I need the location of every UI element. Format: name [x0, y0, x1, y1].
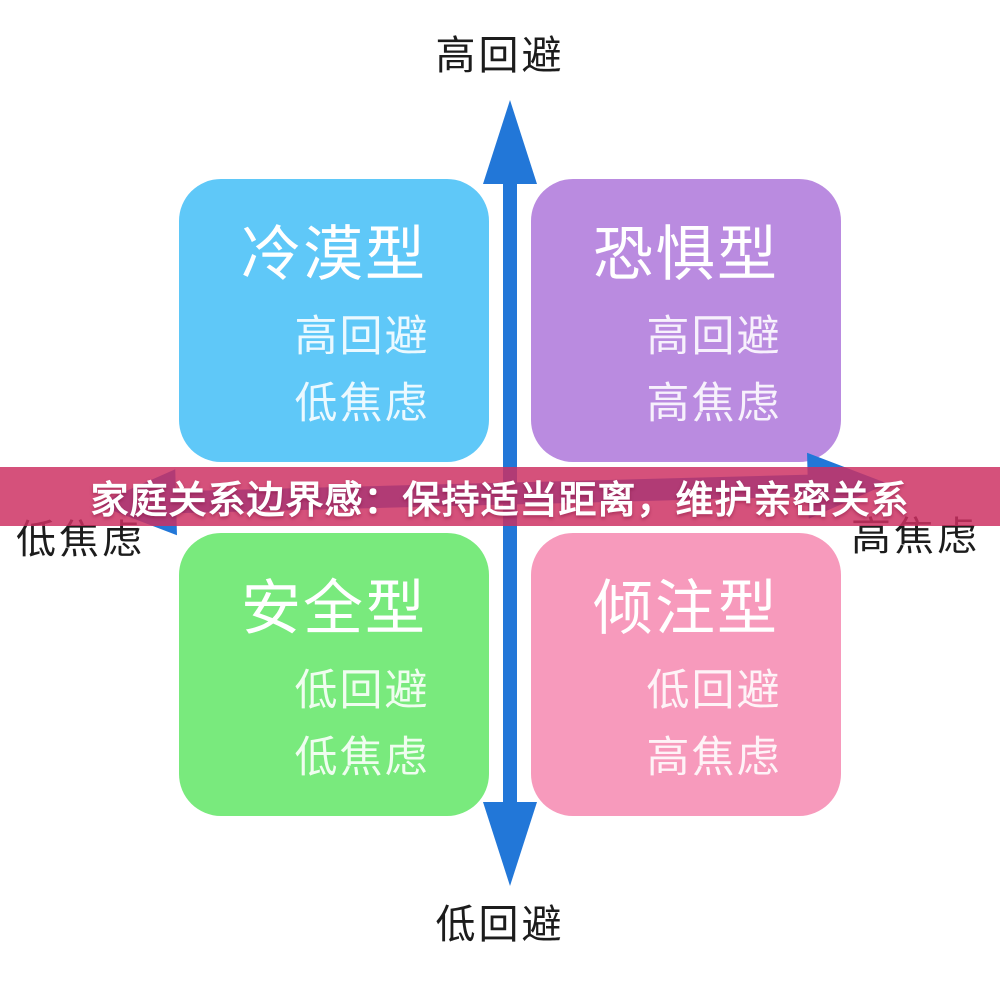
- quadrant-fearful: 恐惧型 高回避 高焦虑: [531, 179, 841, 462]
- title-banner: 家庭关系边界感：保持适当距离，维护亲密关系: [0, 467, 1000, 526]
- down-arrowhead-icon: [483, 802, 537, 886]
- quadrant-preoccupied: 倾注型 低回避 高焦虑: [531, 533, 841, 816]
- trait-label: 低焦虑: [294, 380, 430, 428]
- quadrant-title: 安全型: [241, 575, 427, 642]
- trait-label: 高回避: [646, 313, 782, 361]
- quadrant-secure: 安全型 低回避 低焦虑: [179, 533, 489, 816]
- quadrant-dismissive: 冷漠型 高回避 低焦虑: [179, 179, 489, 462]
- axis-label-low-anxiety: 低焦虑: [16, 518, 145, 562]
- quadrant-title: 冷漠型: [241, 221, 427, 288]
- trait-label: 高回避: [294, 313, 430, 361]
- quadrant-traits: 低回避 高焦虑: [647, 670, 782, 780]
- quadrant-title: 恐惧型: [593, 221, 779, 288]
- trait-label: 低回避: [294, 667, 430, 715]
- quadrant-traits: 低回避 低焦虑: [295, 670, 430, 780]
- quadrant-title: 倾注型: [593, 575, 779, 642]
- quadrant-traits: 高回避 高焦虑: [647, 316, 782, 426]
- trait-label: 低回避: [646, 667, 782, 715]
- trait-label: 低焦虑: [294, 734, 430, 782]
- trait-label: 高焦虑: [646, 380, 782, 428]
- quadrant-traits: 高回避 低焦虑: [295, 316, 430, 426]
- axis-label-high-avoidance: 高回避: [435, 34, 565, 78]
- up-arrowhead-icon: [483, 100, 537, 184]
- axis-label-low-avoidance: 低回避: [435, 903, 565, 947]
- trait-label: 高焦虑: [646, 734, 782, 782]
- banner-title-text: 家庭关系边界感：保持适当距离，维护亲密关系: [90, 480, 910, 522]
